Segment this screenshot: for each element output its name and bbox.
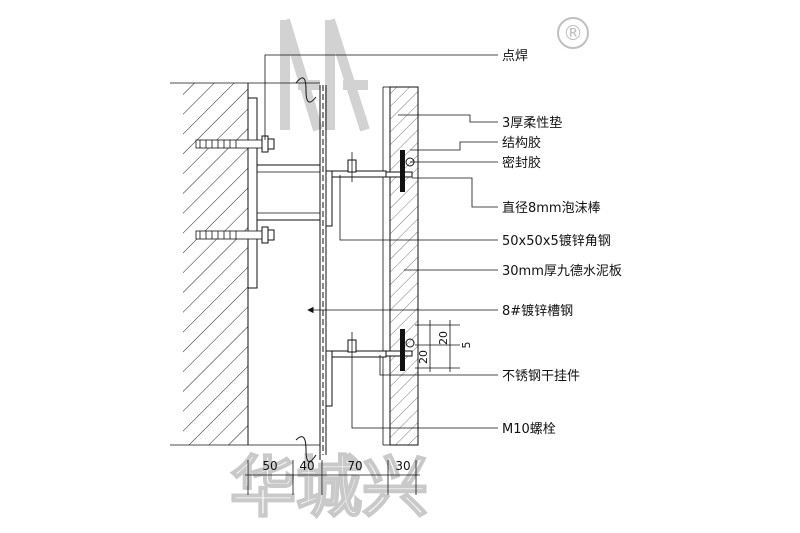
label-spot-weld: 点焊 [502, 48, 528, 64]
anchor-bolt-upper [195, 135, 275, 153]
concrete-wall [170, 82, 320, 446]
right-dimensions: 20 20 5 [415, 320, 473, 372]
watermark-logo [280, 18, 370, 132]
label-sealant: 密封胶 [502, 155, 541, 171]
label-angle-steel: 50x50x5镀锌角钢 [502, 233, 611, 249]
label-flexible-pad: 3厚柔性垫 [502, 115, 562, 131]
dim-70: 70 [347, 459, 362, 473]
svg-text:5: 5 [460, 342, 473, 349]
dim-50: 50 [262, 459, 277, 473]
dim-40: 40 [299, 459, 314, 473]
label-stainless-hanger: 不锈钢干挂件 [502, 369, 580, 384]
leader-lines [264, 54, 498, 429]
registered-mark: ® [557, 17, 589, 49]
angle-steel-lower [325, 332, 387, 407]
bottom-dimensions: 50 40 70 30 [245, 459, 420, 495]
embedded-plate [247, 97, 258, 289]
svg-text:20: 20 [437, 331, 450, 345]
watermark-text: 华城兴 [230, 449, 428, 526]
cement-board [382, 86, 419, 446]
annotation-labels: 点焊 3厚柔性垫 结构胶 密封胶 直径8mm泡沫棒 50x50x5镀锌角钢 30… [502, 48, 622, 437]
svg-text:®: ® [563, 21, 583, 45]
dim-30: 30 [395, 459, 410, 473]
stainless-hanger-lower [385, 329, 415, 371]
label-foam-rod: 直径8mm泡沫棒 [502, 201, 601, 216]
svg-text:20: 20 [417, 350, 430, 364]
angle-steel-upper [325, 152, 387, 227]
channel-steel-stub [256, 164, 321, 221]
label-structural-glue: 结构胶 [502, 135, 541, 151]
anchor-bolt-lower [195, 226, 275, 244]
label-channel-steel: 8#镀锌槽钢 [502, 303, 573, 319]
label-bolt: M10螺栓 [502, 422, 556, 437]
label-cement-board: 30mm厚九德水泥板 [502, 264, 622, 279]
vertical-channel-steel [295, 77, 327, 462]
